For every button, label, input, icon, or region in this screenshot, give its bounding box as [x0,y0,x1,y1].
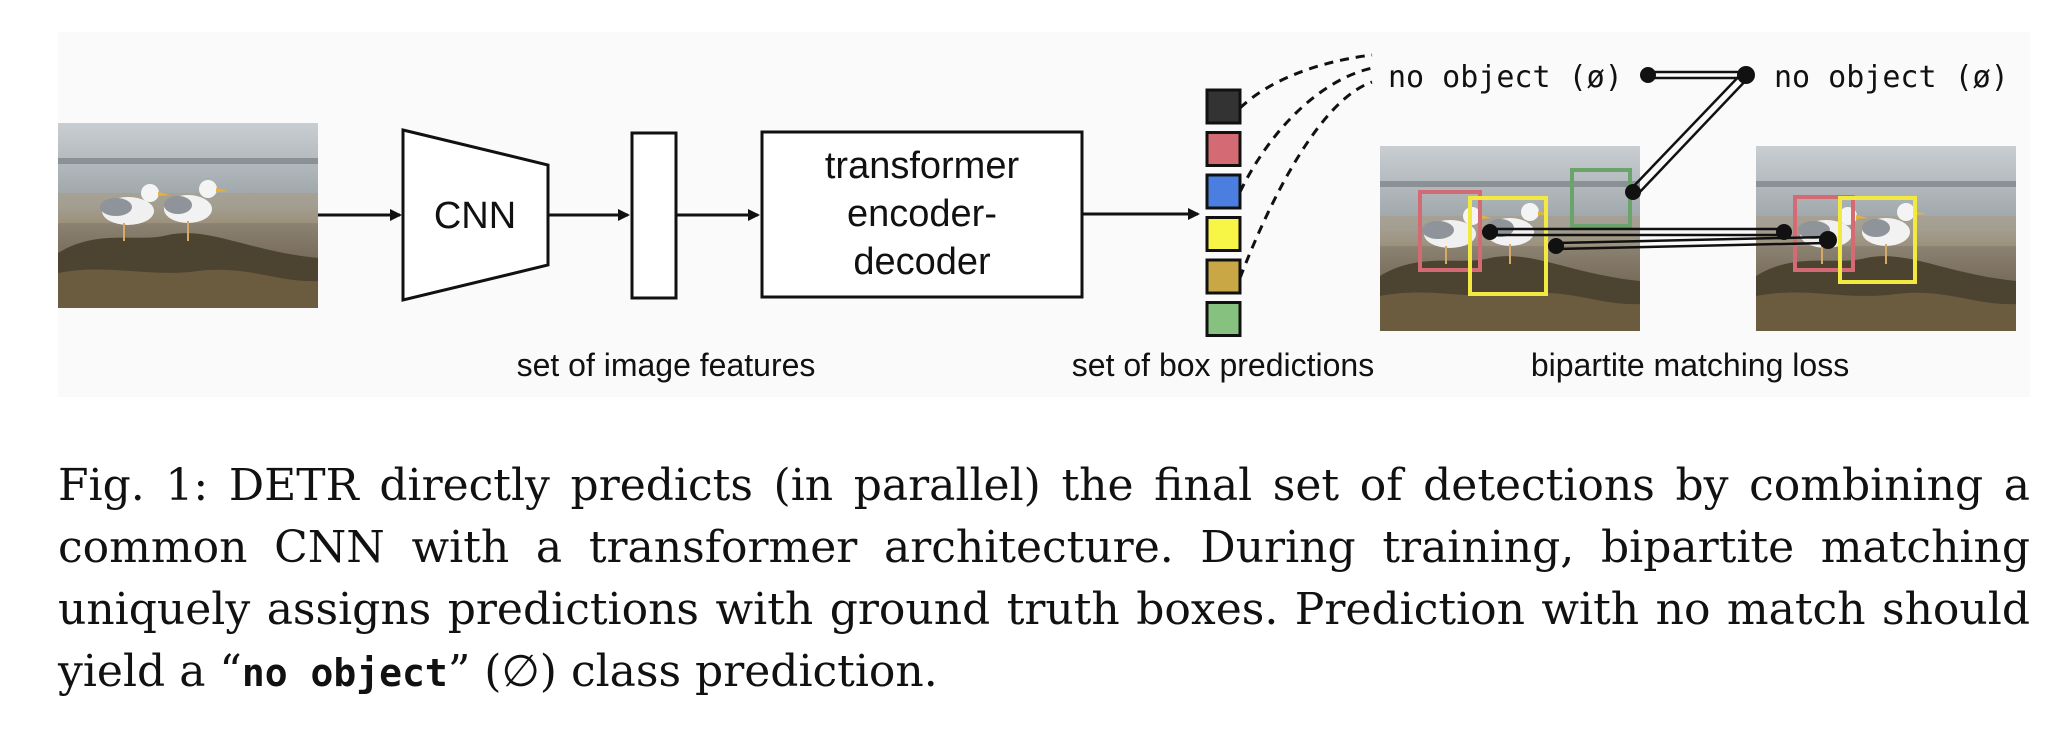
cnn-block [401,128,550,302]
matching-dots [1482,66,1837,254]
matching-loss-label: bipartite matching loss [1531,347,1849,383]
transformer-label-line-3: decoder [853,241,991,283]
gt-box-yellow [1838,196,1917,284]
dashed-link-pred-2 [1238,66,1373,193]
image-features-block [630,131,678,300]
box-predictions-label: set of box predictions [1072,347,1374,383]
pred-box-red [1418,190,1482,272]
caption-suffix: ” (∅) class prediction. [447,646,938,697]
caption-code: no object [241,651,448,695]
prediction-box-4 [1205,216,1242,252]
input-image [58,123,318,308]
dashed-link-pred-3 [1238,80,1373,279]
prediction-box-5 [1205,258,1242,295]
transformer-label-line-2: encoder- [847,193,997,235]
gt-box-red [1793,195,1855,272]
figure-caption: Fig. 1: DETR directly predicts (in paral… [58,455,2030,704]
caption-prefix: Fig. 1: DETR directly predicts (in paral… [58,460,2030,697]
image-features-label: set of image features [517,347,816,383]
dashed-link-pred-1 [1238,53,1373,110]
prediction-box-3 [1205,173,1242,210]
prediction-box-2 [1205,131,1242,167]
detr-pipeline-figure: CNN transformer encoder- decoder no obje… [58,53,2016,383]
pred-box-yellow [1468,196,1548,296]
no-object-label-left: no object (ø) [1388,60,1623,95]
transformer-block [760,130,1084,299]
cnn-label: CNN [434,195,516,237]
transformer-label-line-1: transformer [825,145,1020,187]
prediction-box-1 [1205,88,1242,125]
matching-links [1490,70,1827,251]
prediction-box-6 [1205,301,1242,337]
no-object-label-right: no object (ø) [1774,60,2009,95]
